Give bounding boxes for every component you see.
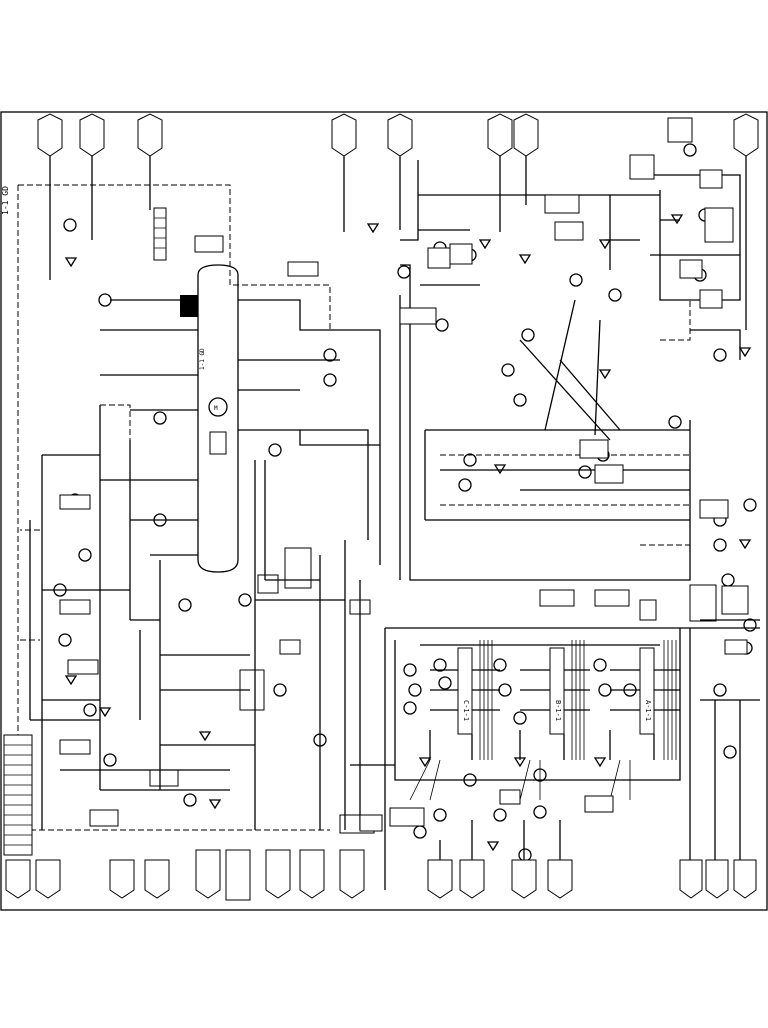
connector-leads-bottom-right <box>439 820 561 860</box>
tag-ladder-bottom-left <box>3 734 33 856</box>
diagonal-instrument-lines <box>519 299 621 441</box>
unit-label-c: C-1-1 <box>462 700 470 721</box>
signal-lines-far-right <box>660 300 691 341</box>
offpage-connectors-top-left <box>37 113 413 157</box>
instrument-signal-lines-left <box>20 404 131 641</box>
signal-header-mid-right <box>440 454 690 506</box>
process-header-mid-right <box>424 429 690 521</box>
line-bundles-units <box>479 640 677 760</box>
vessel-column-1: M 1-1 GD <box>180 264 239 573</box>
unit-boundary-top <box>18 184 331 330</box>
vessel-inlet-lines <box>100 299 198 556</box>
instrument-bubbles-left <box>53 218 337 807</box>
drawing-border <box>0 111 768 911</box>
vessel-outlet-lines <box>238 299 381 540</box>
connector-leads-top-right <box>499 156 747 330</box>
unit-b: B-1-1 <box>519 647 590 760</box>
tag-box-clusters-right <box>399 117 749 622</box>
svg-text:M: M <box>214 405 218 412</box>
signal-lines-mid-right <box>640 544 691 570</box>
control-valve-symbols-bottom-right <box>418 757 607 852</box>
process-lines-right-edge <box>689 619 760 880</box>
instrument-tag-ladder-left <box>153 207 167 261</box>
unit-outlet-lines <box>409 759 631 801</box>
control-valve-symbols-left <box>64 223 380 810</box>
process-lines-far-right <box>640 174 741 360</box>
tag-box-clusters-bottom <box>359 639 748 832</box>
process-lines-left <box>29 405 361 830</box>
control-valve-symbols-right <box>478 214 752 550</box>
unit-label-a: A-1-1 <box>644 700 652 721</box>
svg-text:1-1 GD: 1-1 GD <box>199 348 206 370</box>
offpage-connectors-bottom-left <box>5 849 365 901</box>
instrument-bubbles-bottom-right <box>403 658 737 862</box>
connector-leads-top-left <box>49 156 401 280</box>
process-cross-lines-left <box>30 454 345 791</box>
instrument-bubbles-right <box>397 143 757 655</box>
unit-label-gd: 1-1 GD <box>1 186 10 215</box>
offpage-connectors-bottom-right <box>427 859 757 899</box>
process-lines-top-right <box>379 160 691 581</box>
tag-box-clusters-left <box>59 235 375 834</box>
offpage-connectors-top-right <box>487 113 759 157</box>
unit-c: C-1-1 <box>429 647 500 760</box>
unit-label-b: B-1-1 <box>554 700 562 721</box>
unit-a: A-1-1 <box>609 647 680 760</box>
